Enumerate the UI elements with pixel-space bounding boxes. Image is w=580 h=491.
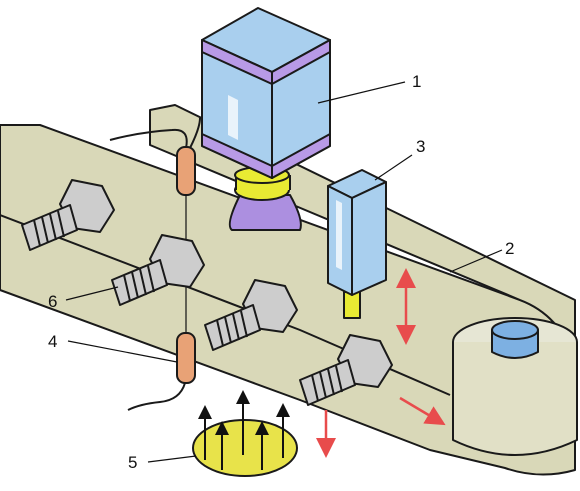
light-source bbox=[193, 397, 297, 476]
conveyor-roller bbox=[453, 318, 577, 455]
label-1: 1 bbox=[412, 72, 421, 91]
label-3: 3 bbox=[416, 137, 425, 156]
callout-5: 5 bbox=[128, 453, 196, 472]
label-6: 6 bbox=[48, 292, 57, 311]
label-5: 5 bbox=[128, 453, 137, 472]
label-2: 2 bbox=[505, 239, 514, 258]
callout-3: 3 bbox=[375, 137, 425, 180]
label-4: 4 bbox=[48, 332, 57, 351]
callout-1: 1 bbox=[318, 72, 421, 103]
